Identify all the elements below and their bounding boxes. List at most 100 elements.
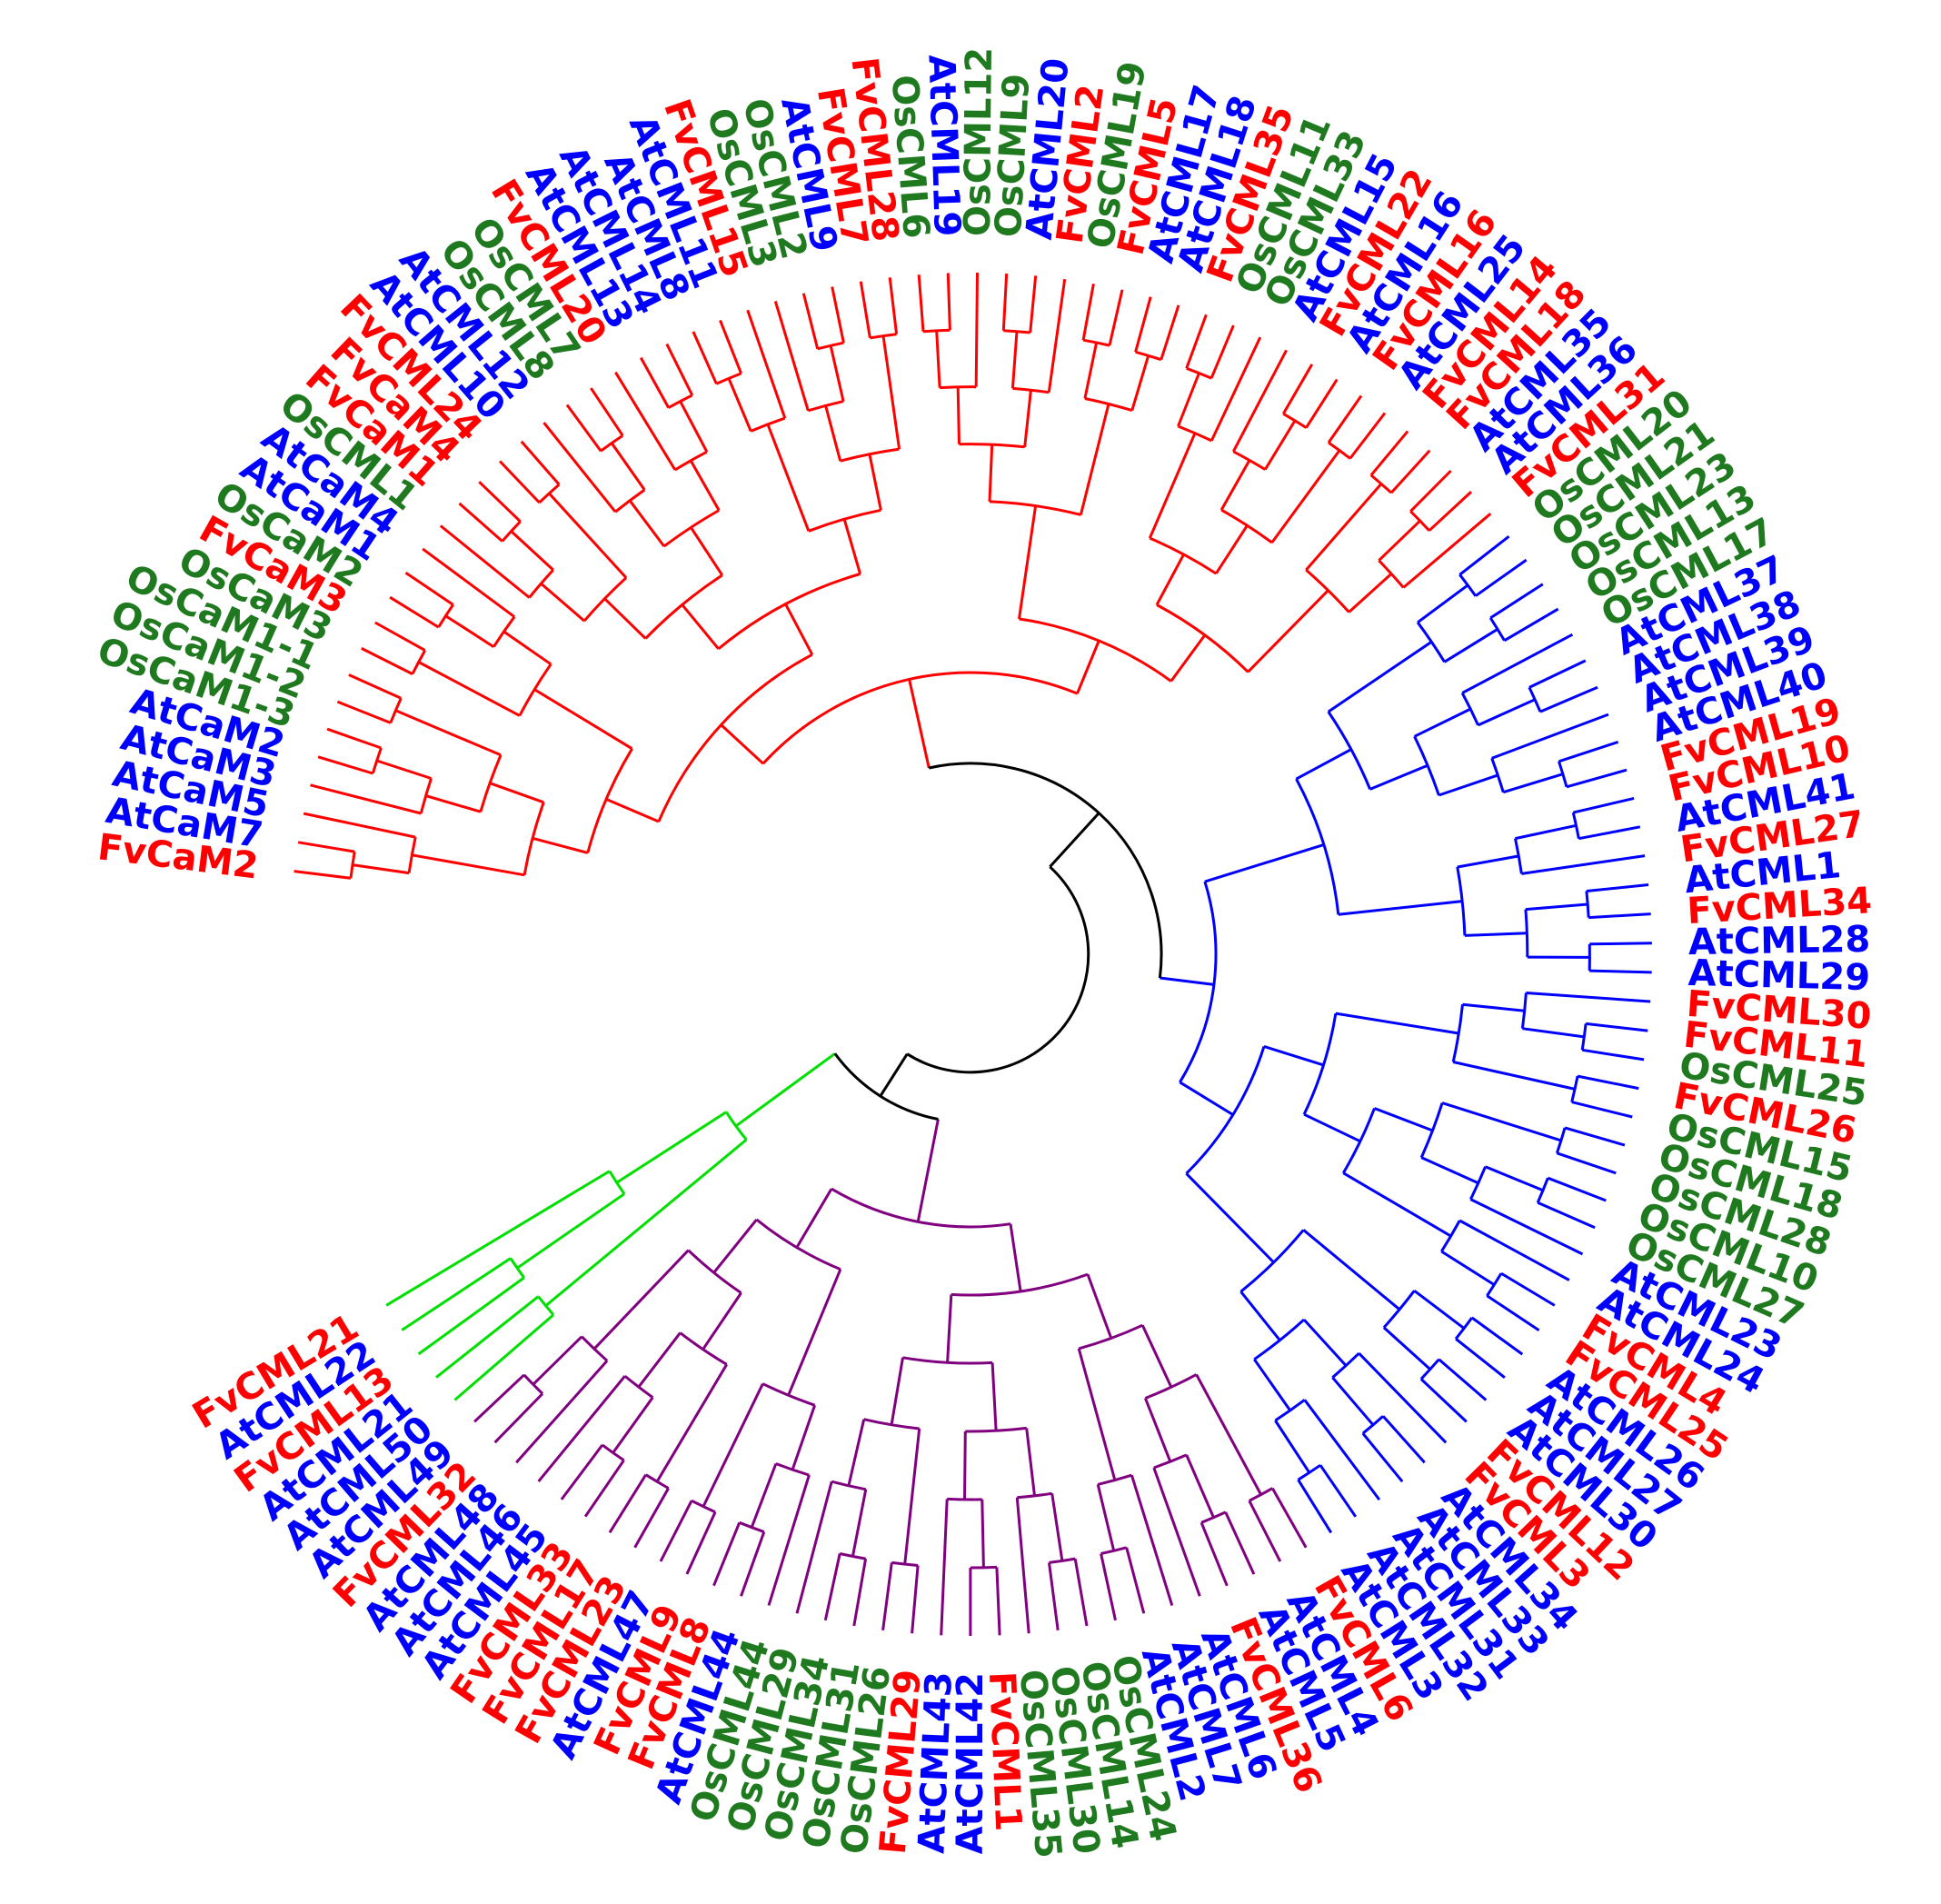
branch bbox=[1566, 768, 1627, 789]
branch bbox=[374, 621, 426, 652]
branch bbox=[1010, 331, 1019, 389]
branch-arc bbox=[437, 603, 454, 628]
branch bbox=[1469, 1198, 1584, 1256]
branch bbox=[1160, 976, 1215, 986]
branch-arc bbox=[870, 333, 897, 340]
branch-arc bbox=[419, 778, 433, 814]
branch bbox=[1319, 1464, 1358, 1518]
branch bbox=[1537, 1201, 1596, 1230]
leaf-label: AtCML42 bbox=[950, 1672, 991, 1854]
branch bbox=[1564, 1126, 1626, 1147]
branch-arc bbox=[371, 747, 383, 774]
branch bbox=[1342, 1171, 1452, 1238]
branch bbox=[1485, 1165, 1544, 1192]
branch bbox=[679, 400, 709, 453]
branch bbox=[1558, 740, 1619, 763]
branch-arc bbox=[644, 1473, 670, 1490]
branch bbox=[1438, 773, 1498, 797]
branch bbox=[1382, 1326, 1431, 1371]
branch bbox=[1369, 430, 1409, 476]
branch bbox=[603, 597, 647, 640]
branch bbox=[917, 274, 925, 332]
branch bbox=[516, 1192, 625, 1270]
branch bbox=[548, 492, 628, 579]
branch-arc bbox=[1149, 536, 1218, 575]
branch-arc bbox=[1382, 1290, 1416, 1329]
branch-arc bbox=[389, 697, 403, 723]
branch bbox=[1455, 1338, 1506, 1379]
branch bbox=[1009, 1223, 1022, 1292]
branch bbox=[916, 1119, 940, 1222]
branch bbox=[1457, 854, 1519, 869]
branch bbox=[1373, 1107, 1434, 1132]
branch bbox=[478, 481, 522, 523]
branch bbox=[1076, 640, 1100, 694]
branch bbox=[851, 1489, 868, 1557]
branch-arc bbox=[1456, 866, 1467, 936]
branch bbox=[294, 870, 352, 880]
branch bbox=[1578, 825, 1641, 841]
branch-arc bbox=[1413, 735, 1440, 796]
branch-arc bbox=[600, 434, 624, 453]
branch bbox=[1023, 390, 1032, 447]
branch bbox=[963, 1430, 967, 1500]
branch-arc bbox=[644, 573, 723, 640]
branch-arc bbox=[739, 1520, 765, 1534]
backbone-arc bbox=[928, 762, 1163, 979]
branch bbox=[1389, 449, 1431, 494]
branch-arc bbox=[623, 1374, 654, 1399]
branch bbox=[784, 603, 814, 655]
branch-arc bbox=[1555, 1127, 1567, 1154]
branch bbox=[605, 798, 660, 823]
branch bbox=[940, 1499, 949, 1636]
branch bbox=[1248, 1500, 1282, 1562]
branch bbox=[1179, 1081, 1234, 1116]
branch bbox=[795, 1188, 833, 1249]
branch bbox=[1295, 748, 1352, 781]
branch bbox=[1491, 713, 1609, 760]
branch bbox=[1486, 1294, 1540, 1331]
branch bbox=[1358, 1352, 1448, 1444]
branch-arc bbox=[1302, 1012, 1338, 1115]
branch bbox=[1204, 842, 1325, 883]
branch-arc bbox=[479, 754, 503, 812]
branch bbox=[542, 422, 617, 513]
branch-arc bbox=[1520, 992, 1528, 1029]
branch bbox=[499, 460, 541, 504]
branch-arc bbox=[691, 1499, 716, 1514]
branch bbox=[1586, 883, 1649, 892]
branch bbox=[1219, 459, 1251, 511]
branch bbox=[1413, 707, 1471, 738]
branch bbox=[980, 1499, 985, 1568]
branch-arc bbox=[1239, 1229, 1305, 1293]
branch bbox=[615, 1111, 728, 1184]
branch-arc bbox=[750, 416, 786, 433]
branch bbox=[489, 782, 544, 804]
branch bbox=[1152, 1467, 1201, 1597]
branch bbox=[1155, 553, 1185, 606]
branch-arc bbox=[989, 500, 1081, 516]
branch-arc bbox=[1331, 1352, 1360, 1379]
branch bbox=[1477, 698, 1536, 727]
branch-arc bbox=[817, 341, 844, 351]
branch bbox=[1443, 628, 1498, 663]
branch bbox=[1303, 1399, 1381, 1500]
branch bbox=[1489, 583, 1544, 620]
branch bbox=[1458, 535, 1510, 576]
branch bbox=[1525, 902, 1588, 912]
branch bbox=[401, 1257, 512, 1331]
branch-arc bbox=[537, 1295, 555, 1316]
branch-arc bbox=[891, 1560, 919, 1567]
branch-arc bbox=[581, 1335, 609, 1362]
branch bbox=[425, 794, 482, 813]
branch bbox=[1108, 289, 1124, 346]
branch-arc bbox=[1490, 757, 1505, 793]
branch bbox=[911, 1565, 920, 1634]
branch-arc bbox=[947, 1497, 982, 1501]
branch-arc bbox=[1327, 711, 1372, 790]
branch bbox=[712, 1521, 742, 1587]
branch-arc bbox=[1295, 778, 1340, 915]
branch-arc bbox=[1253, 1318, 1306, 1361]
branch-arc bbox=[1297, 1463, 1321, 1481]
branch-arc bbox=[538, 483, 561, 504]
